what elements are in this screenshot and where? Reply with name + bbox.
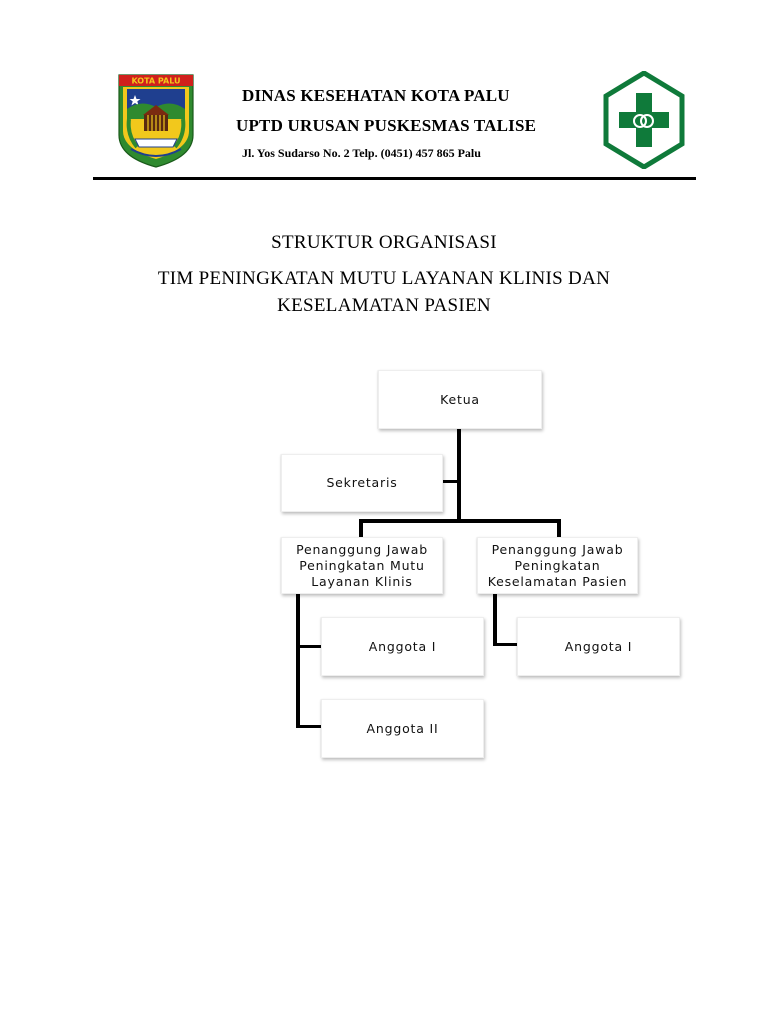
unit-name: UPTD URUSAN PUSKESMAS TALISE [236, 116, 537, 135]
connector-to-pj-mutu [359, 519, 363, 537]
box-pj-mutu: Penanggung Jawab Peningkatan Mutu Layana… [281, 537, 443, 594]
team-title-line1: TIM PENINGKATAN MUTU LAYANAN KLINIS DAN [157, 268, 611, 289]
agency-name: DINAS KESEHATAN KOTA PALU [242, 86, 510, 105]
box-pj-keselamatan: Penanggung Jawab Peningkatan Keselamatan… [477, 537, 638, 594]
document-title: STRUKTUR ORGANISASI [271, 232, 497, 253]
puskesmas-logo [603, 70, 685, 170]
emblem-label: KOTA PALU [131, 77, 180, 86]
address: Jl. Yos Sudarso No. 2 Telp. (0451) 457 8… [242, 146, 481, 160]
team-title-line2: KESELAMATAN PASIEN [277, 295, 491, 316]
pj-mutu-line2: Peningkatan Mutu [299, 557, 425, 573]
kota-palu-emblem-logo: KOTA PALU [117, 73, 195, 169]
ketua-label: Ketua [440, 391, 480, 407]
keselamatan-anggota-1-label: Anggota I [564, 638, 633, 654]
connector-mutu-vertical [296, 594, 300, 728]
pj-keselamatan-line1: Penanggung Jawab [491, 541, 624, 557]
connector-to-pj-keselamatan [557, 519, 561, 537]
box-ketua: Ketua [378, 370, 542, 429]
box-sekretaris: Sekretaris [281, 454, 443, 512]
connector-sekretaris [442, 480, 459, 483]
connector-horizontal-branch [359, 519, 561, 523]
box-mutu-anggota-1: Anggota I [321, 617, 484, 676]
pj-keselamatan-line2: Peningkatan [514, 557, 601, 573]
mutu-anggota-1-label: Anggota I [368, 638, 437, 654]
box-mutu-anggota-2: Anggota II [321, 699, 484, 758]
connector-ketua-trunk [457, 428, 461, 522]
connector-keselamatan-vertical [493, 594, 497, 646]
sekretaris-label: Sekretaris [326, 475, 398, 490]
pj-mutu-line3: Layanan Klinis [311, 573, 413, 589]
pj-mutu-line1: Penanggung Jawab [296, 541, 428, 557]
connector-mutu-anggota1 [296, 645, 322, 648]
mutu-anggota-2-label: Anggota II [366, 720, 439, 736]
pj-keselamatan-line3: Keselamatan Pasien [487, 573, 628, 589]
letterhead-divider [93, 177, 696, 180]
connector-mutu-anggota2 [296, 725, 322, 728]
connector-keselamatan-anggota1 [493, 643, 518, 646]
box-keselamatan-anggota-1: Anggota I [517, 617, 680, 676]
